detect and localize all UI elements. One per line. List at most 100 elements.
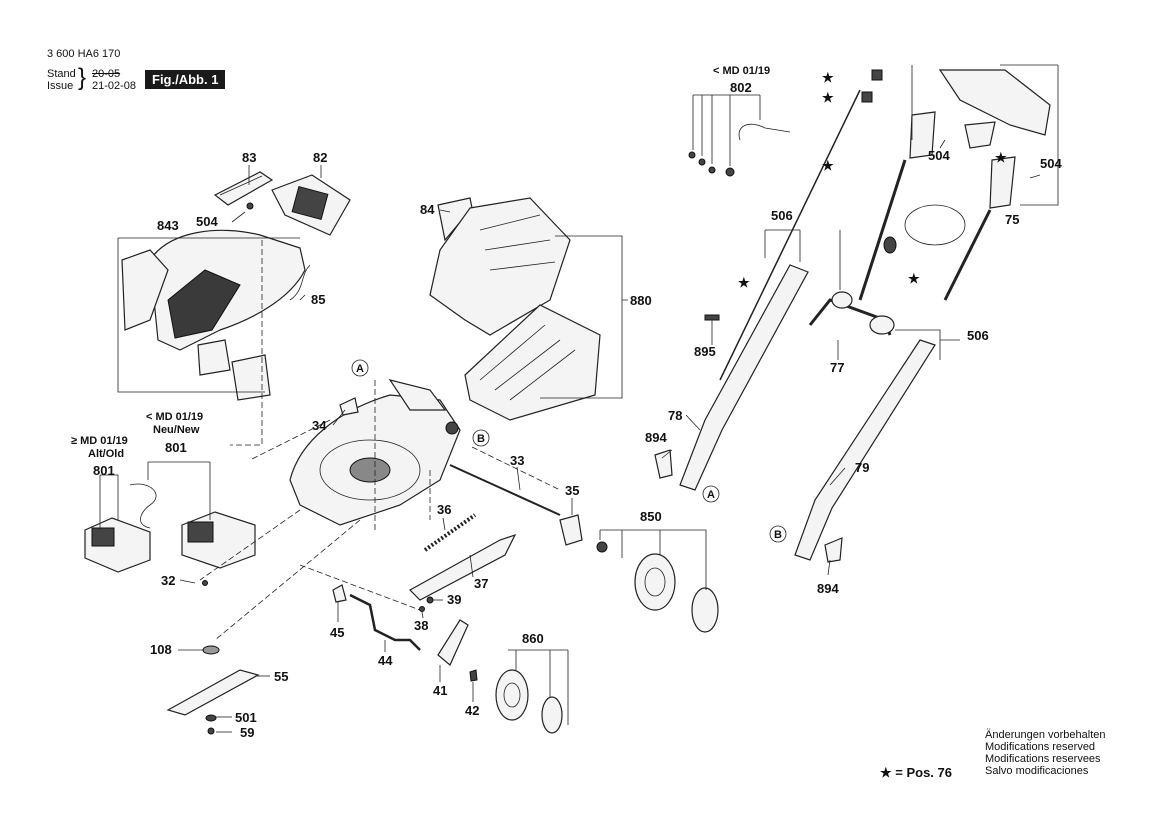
blade-holder-108 — [202, 645, 220, 655]
rear-wheel-850 — [596, 541, 719, 633]
lever-41 — [437, 619, 469, 666]
lever-894-a — [654, 449, 673, 479]
mower-deck — [289, 379, 461, 526]
model-annotations: < MD 01/19 < MD 01/19 Neu/New ≥ MD 01/19… — [71, 65, 770, 460]
label-45: 45 — [330, 625, 344, 640]
label-79: 79 — [855, 460, 869, 475]
issue-label: Issue — [47, 80, 74, 92]
label-b-2: B — [774, 529, 782, 541]
modification-notes: Änderungen vorbehalten Modifications res… — [985, 729, 1105, 777]
stand-date: 20-05 — [92, 68, 121, 80]
label-33: 33 — [510, 453, 524, 468]
label-34: 34 — [312, 418, 327, 433]
note-de: Änderungen vorbehalten — [985, 729, 1106, 741]
spring-36 — [423, 513, 477, 552]
label-895: 895 — [694, 344, 716, 359]
brace-glyph: } — [78, 64, 87, 91]
star-3: ★ — [822, 158, 834, 173]
label-894-a: 894 — [645, 430, 667, 445]
star-4: ★ — [738, 275, 750, 290]
label-75: 75 — [1005, 212, 1019, 227]
axle-44 — [349, 593, 421, 651]
callout-labels: 83 82 843 504 85 84 880 34 A B 33 35 36 … — [93, 80, 1062, 740]
label-504-a: 504 — [196, 214, 218, 229]
label-44: 44 — [378, 653, 393, 668]
circle-b-2 — [769, 525, 787, 543]
label-59: 59 — [240, 725, 254, 740]
label-506-b: 506 — [967, 328, 989, 343]
handle-bar-75 — [858, 69, 1051, 301]
label-37: 37 — [474, 576, 488, 591]
label-85: 85 — [311, 292, 325, 307]
star-1: ★ — [822, 70, 834, 85]
washer-38 — [419, 606, 425, 612]
label-108: 108 — [150, 642, 172, 657]
label-a-2: A — [707, 489, 715, 501]
label-504-b: 504 — [928, 148, 950, 163]
label-801-old: 801 — [93, 463, 115, 478]
cable-801 — [129, 483, 157, 529]
lower-handle-78 — [679, 264, 809, 491]
md-note-802: < MD 01/19 — [713, 65, 770, 77]
washer-501 — [205, 714, 217, 722]
label-b-1: B — [477, 433, 485, 445]
blade-55 — [166, 669, 260, 716]
star-markers: ★ ★ ★ ★ ★ ★ — [738, 70, 1007, 290]
carry-handle-83 — [213, 171, 274, 206]
knob-506-right — [869, 315, 895, 335]
note-fr: Modifications reservees — [985, 753, 1101, 765]
star-6: ★ — [908, 271, 920, 286]
figure-label: Fig./Abb. 1 — [145, 70, 226, 89]
circle-b-1 — [472, 429, 490, 447]
label-83: 83 — [242, 150, 256, 165]
switch-box — [883, 121, 996, 254]
screw-895 — [704, 314, 720, 321]
neu-new-note: Neu/New — [153, 424, 200, 436]
axle-33 — [449, 464, 561, 516]
motor-801-old — [84, 517, 151, 573]
label-860: 860 — [522, 631, 544, 646]
front-wheel-860 — [495, 669, 563, 734]
doc-number: 3 600 HA6 170 — [47, 48, 121, 60]
label-894-b: 894 — [817, 581, 839, 596]
grass-box-cover-843 — [121, 229, 306, 401]
issue-date: 21-02-08 — [92, 80, 137, 92]
label-504-c: 504 — [1040, 156, 1062, 171]
label-84: 84 — [420, 202, 435, 217]
circle-a-2 — [702, 485, 720, 503]
md-note-801-old: ≥ MD 01/19 — [71, 435, 128, 447]
cable-802 — [688, 123, 791, 177]
lever-37 — [409, 533, 517, 601]
label-32: 32 — [161, 573, 175, 588]
star-clip-1 — [871, 69, 883, 81]
label-78: 78 — [668, 408, 682, 423]
motor-801-new — [181, 511, 256, 569]
indicator-82 — [271, 174, 351, 236]
label-39: 39 — [447, 592, 461, 607]
label-38: 38 — [414, 618, 428, 633]
label-843: 843 — [157, 218, 179, 233]
star-5: ★ — [995, 150, 1007, 165]
label-42: 42 — [465, 703, 479, 718]
star-legend: ★ = Pos. 76 — [880, 765, 952, 780]
star-2: ★ — [822, 90, 834, 105]
label-82: 82 — [313, 150, 327, 165]
leader-lines — [99, 64, 1059, 733]
note-es: Salvo modificaciones — [985, 765, 1089, 777]
circle-a-1 — [351, 359, 369, 377]
bowden-cable — [719, 89, 861, 381]
label-36: 36 — [437, 502, 451, 517]
grass-box-880 — [429, 197, 601, 421]
label-501: 501 — [235, 710, 257, 725]
label-a-1: A — [356, 363, 364, 375]
axle-bushing — [445, 421, 459, 435]
knob-506-left — [831, 291, 853, 309]
label-850: 850 — [640, 509, 662, 524]
label-77: 77 — [830, 360, 844, 375]
lever-894-b — [824, 537, 843, 563]
screw-504 — [246, 202, 254, 210]
spring-85 — [289, 264, 311, 301]
label-35: 35 — [565, 483, 579, 498]
screw-32 — [202, 580, 208, 586]
star-clip-2 — [861, 91, 873, 103]
